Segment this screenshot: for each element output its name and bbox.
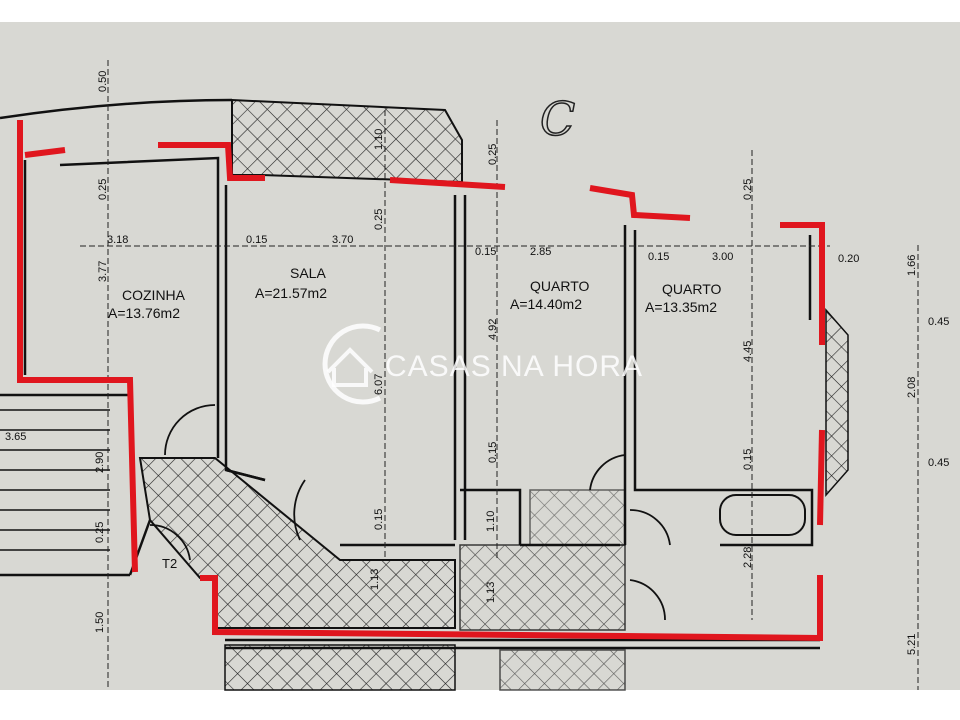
bathtub-fixture (719, 494, 806, 536)
room-labels: COZINHA A=13.76m2 SALA A=21.57m2 QUARTO … (108, 265, 721, 571)
unit-outline (17, 120, 825, 642)
dimension-label: 4.45 (742, 341, 754, 362)
room-area: A=13.35m2 (645, 299, 717, 315)
walls (0, 98, 820, 650)
dimension-label: 0.45 (928, 316, 949, 328)
dimension-label: 0.15 (648, 251, 669, 263)
dimension-label: 0.20 (838, 253, 859, 265)
dimension-label: 0.15 (373, 509, 385, 530)
dimension-label: 0.45 (928, 457, 949, 469)
dimension-label: 4.92 (487, 319, 499, 340)
dimension-label: 0.50 (97, 71, 109, 92)
dimension-label: 0.25 (742, 179, 754, 200)
dimension-label: 0.15 (246, 234, 267, 246)
dimension-label: 0.15 (742, 449, 754, 470)
dimension-label: 3.18 (107, 234, 128, 246)
room-name: QUARTO (530, 278, 589, 294)
dimension-label: 2.90 (94, 452, 106, 473)
room-name: COZINHA (122, 287, 186, 303)
house-icon (326, 347, 374, 387)
dimension-label: 0.25 (97, 179, 109, 200)
handwritten-mark: C (540, 92, 575, 146)
dimension-label: 3.70 (332, 234, 353, 246)
dimension-label: 1.10 (373, 129, 385, 150)
dimension-label: 1.13 (485, 582, 497, 603)
dimension-label: 6.07 (373, 374, 385, 395)
dimension-label: 1.13 (369, 569, 381, 590)
dimension-label: 5.21 (906, 634, 918, 655)
dimension-label: 3.65 (5, 431, 26, 443)
stairs (0, 409, 110, 551)
dimension-label: 1.66 (906, 255, 918, 276)
hatched-areas (138, 98, 849, 691)
room-name: SALA (290, 265, 326, 281)
room-name: QUARTO (662, 281, 721, 297)
dimension-label: 3.00 (712, 251, 733, 263)
watermark-text: CASAS NA HORA (385, 350, 643, 383)
dimension-label: 3.77 (97, 261, 109, 282)
room-area: A=13.76m2 (108, 305, 180, 321)
room-area: A=14.40m2 (510, 296, 582, 312)
unit-label: T2 (162, 556, 177, 571)
dimension-lines (80, 60, 919, 690)
dimension-label: 0.15 (487, 442, 499, 463)
dimension-label: 2.85 (530, 246, 551, 258)
dimension-labels: 0.50 0.25 3.18 3.77 0.15 3.70 0.25 1.10 … (5, 71, 949, 655)
dimension-label: 0.15 (475, 246, 496, 258)
room-area: A=21.57m2 (255, 285, 327, 301)
dimension-label: 0.25 (94, 522, 106, 543)
dimension-label: 0.25 (373, 209, 385, 230)
watermark: CASAS NA HORA (322, 323, 643, 405)
dimension-label: 1.10 (485, 511, 497, 532)
house-circle-logo-icon (322, 323, 382, 405)
door-swings (149, 404, 671, 621)
dimension-label: 2.08 (906, 377, 918, 398)
dimension-label: 2.28 (742, 547, 754, 568)
dimension-label: 0.25 (487, 144, 499, 165)
dimension-label: 1.50 (94, 612, 106, 633)
